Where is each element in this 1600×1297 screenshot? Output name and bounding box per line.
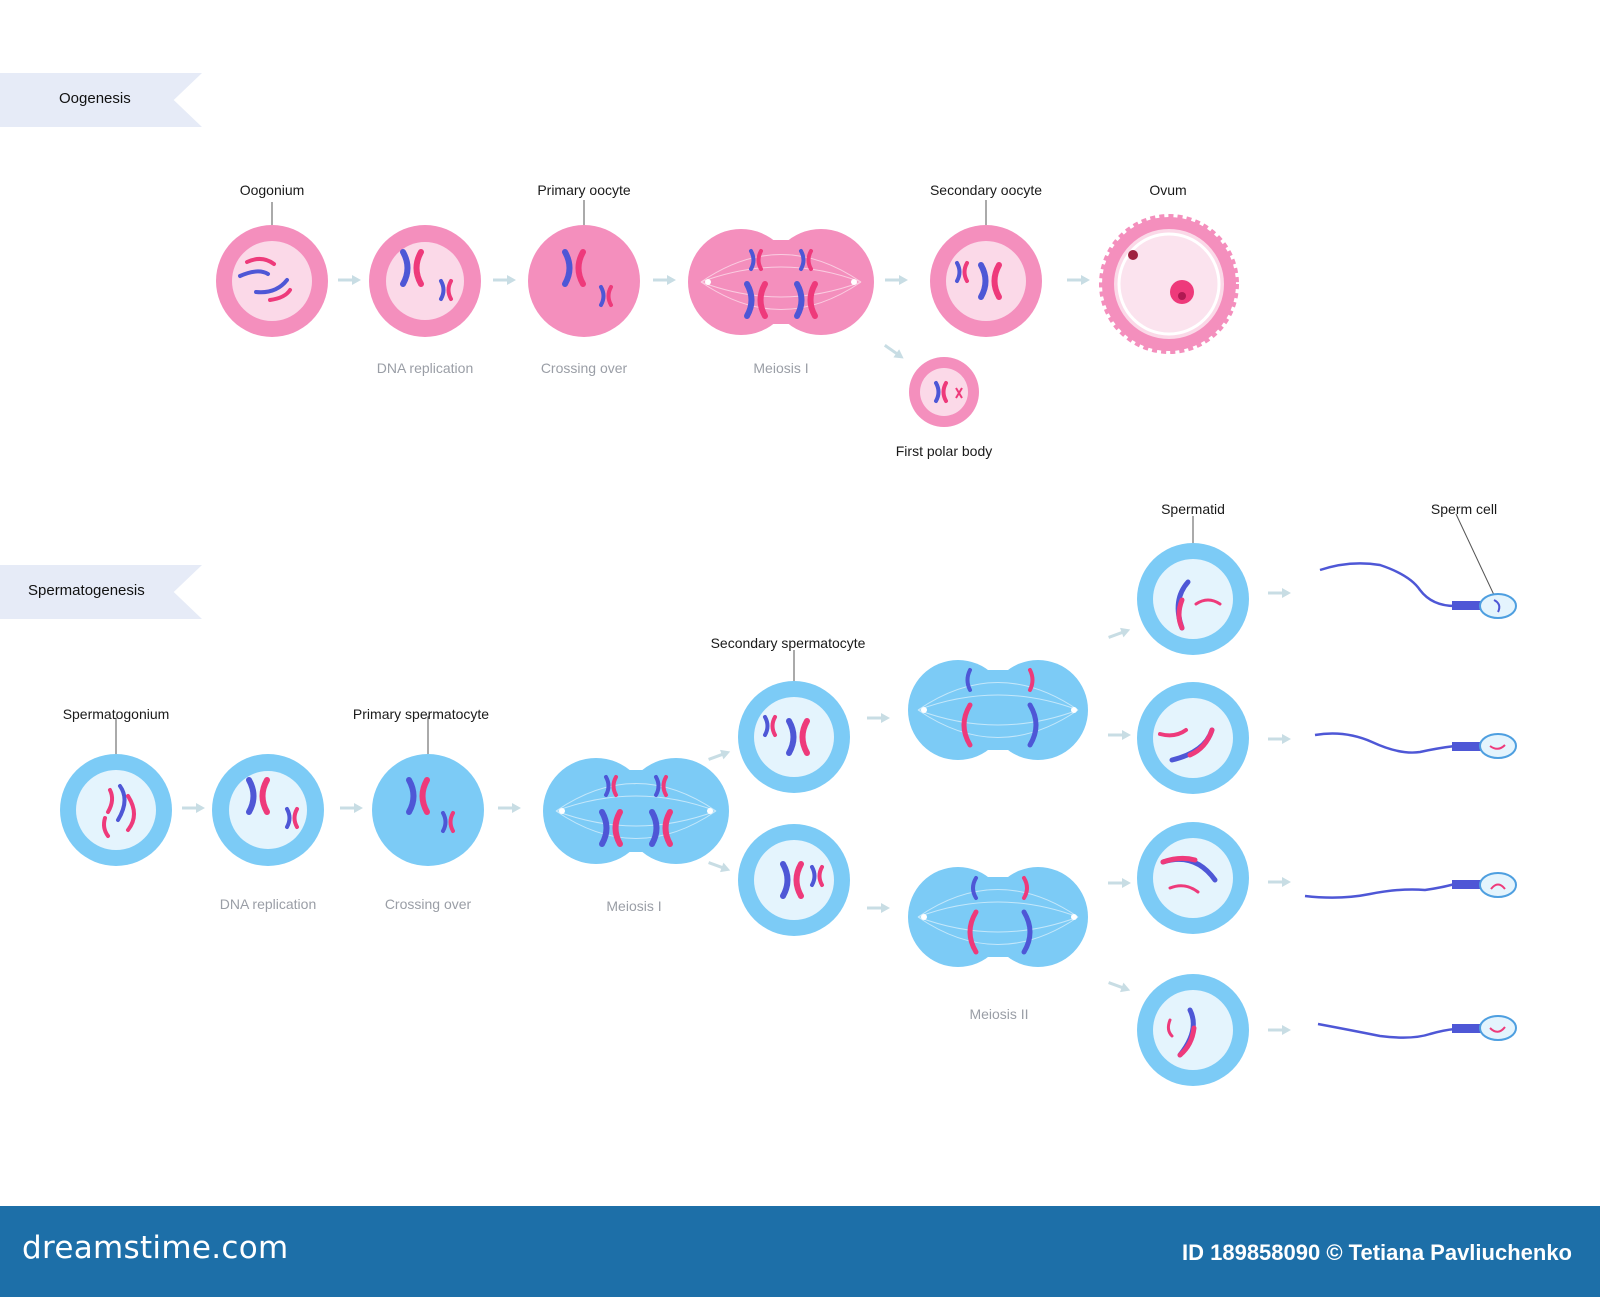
primary-spermatocyte-cell	[372, 716, 484, 866]
arrow-icon	[651, 273, 678, 287]
first-polar-body-cell	[909, 357, 979, 427]
arrow-icon	[1266, 1023, 1293, 1037]
label-dna-replication-oogenesis: DNA replication	[376, 360, 474, 376]
dna-replication-cell-oogenesis	[369, 225, 481, 337]
spermatid-cell-3	[1137, 822, 1249, 934]
ovum-cell	[1099, 214, 1239, 354]
label-meiosis-2: Meiosis II	[969, 1006, 1029, 1022]
primary-oocyte-cell	[528, 200, 640, 337]
footer-bar: dreamstime.com ID 189858090 © Tetiana Pa…	[0, 1206, 1600, 1297]
label-crossing-over-oogenesis: Crossing over	[540, 360, 628, 376]
sperm-cell-3	[1304, 872, 1517, 899]
secondary-spermatocyte-cell-bottom	[738, 824, 850, 936]
label-crossing-over-spermatogenesis: Crossing over	[384, 896, 472, 912]
arrow-icon	[491, 273, 518, 287]
spermatid-cell-2	[1137, 682, 1249, 794]
secondary-oocyte-cell	[930, 200, 1042, 337]
label-oogonium: Oogonium	[239, 182, 305, 198]
spermatid-cell-4	[1137, 974, 1249, 1086]
arrow-icon	[180, 801, 207, 815]
arrow-icon	[1106, 876, 1133, 890]
secondary-spermatocyte-cell-top	[738, 650, 850, 793]
label-primary-spermatocyte: Primary spermatocyte	[352, 706, 490, 722]
label-meiosis-1-oogenesis: Meiosis I	[753, 360, 809, 376]
label-sperm-cell: Sperm cell	[1430, 501, 1498, 517]
meiosis-1-cell-spermatogenesis	[543, 758, 729, 864]
arrow-icon	[1105, 623, 1134, 644]
arrow-icon	[338, 801, 365, 815]
oogenesis-row	[216, 200, 1239, 427]
oogonium-cell	[216, 202, 328, 337]
spermatogonium-cell	[60, 718, 172, 866]
label-first-polar-body: First polar body	[895, 443, 993, 459]
arrow-icon	[1105, 976, 1134, 997]
label-meiosis-1-spermatogenesis: Meiosis I	[606, 898, 662, 914]
arrow-icon	[1106, 728, 1133, 742]
arrow-icon	[496, 801, 523, 815]
arrow-icon	[865, 711, 892, 725]
label-spermatogonium: Spermatogonium	[62, 706, 170, 722]
label-dna-replication-spermatogenesis: DNA replication	[219, 896, 317, 912]
oogenesis-title: Oogenesis	[59, 90, 131, 107]
label-secondary-spermatocyte: Secondary spermatocyte	[710, 635, 866, 651]
footer-brand-logo: dreamstime.com	[22, 1230, 289, 1266]
arrow-icon	[880, 339, 909, 365]
label-secondary-oocyte: Secondary oocyte	[929, 182, 1043, 198]
oogenesis-banner: Oogenesis	[0, 73, 202, 127]
arrow-icon	[883, 273, 910, 287]
sperm-cell-2	[1314, 732, 1517, 759]
spermatogenesis-row	[60, 513, 1517, 1086]
illustration-svg	[60, 200, 1517, 1086]
arrow-icon	[705, 856, 734, 877]
arrow-icon	[865, 901, 892, 915]
meiosis-2-cell-top	[908, 660, 1088, 760]
sperm-cell-1	[1319, 513, 1517, 619]
sperm-cell-4	[1317, 1015, 1517, 1041]
label-spermatid: Spermatid	[1161, 501, 1225, 517]
footer-credit: ID 189858090 © Tetiana Pavliuchenko	[1182, 1240, 1572, 1265]
spermatid-cell-1	[1137, 516, 1249, 655]
label-ovum: Ovum	[1149, 182, 1187, 198]
arrow-icon	[1266, 875, 1293, 889]
dna-replication-cell-spermatogenesis	[212, 754, 324, 866]
spermatogenesis-banner: Spermatogenesis	[0, 565, 202, 619]
arrow-icon	[1266, 732, 1293, 746]
label-primary-oocyte: Primary oocyte	[537, 182, 631, 198]
arrow-icon	[336, 273, 363, 287]
arrow-icon	[1266, 586, 1293, 600]
spermatogenesis-title: Spermatogenesis	[28, 582, 145, 599]
meiosis-1-cell-oogenesis	[688, 229, 874, 335]
arrow-icon	[1065, 273, 1092, 287]
meiosis-2-cell-bottom	[908, 867, 1088, 967]
arrow-icon	[705, 745, 734, 766]
